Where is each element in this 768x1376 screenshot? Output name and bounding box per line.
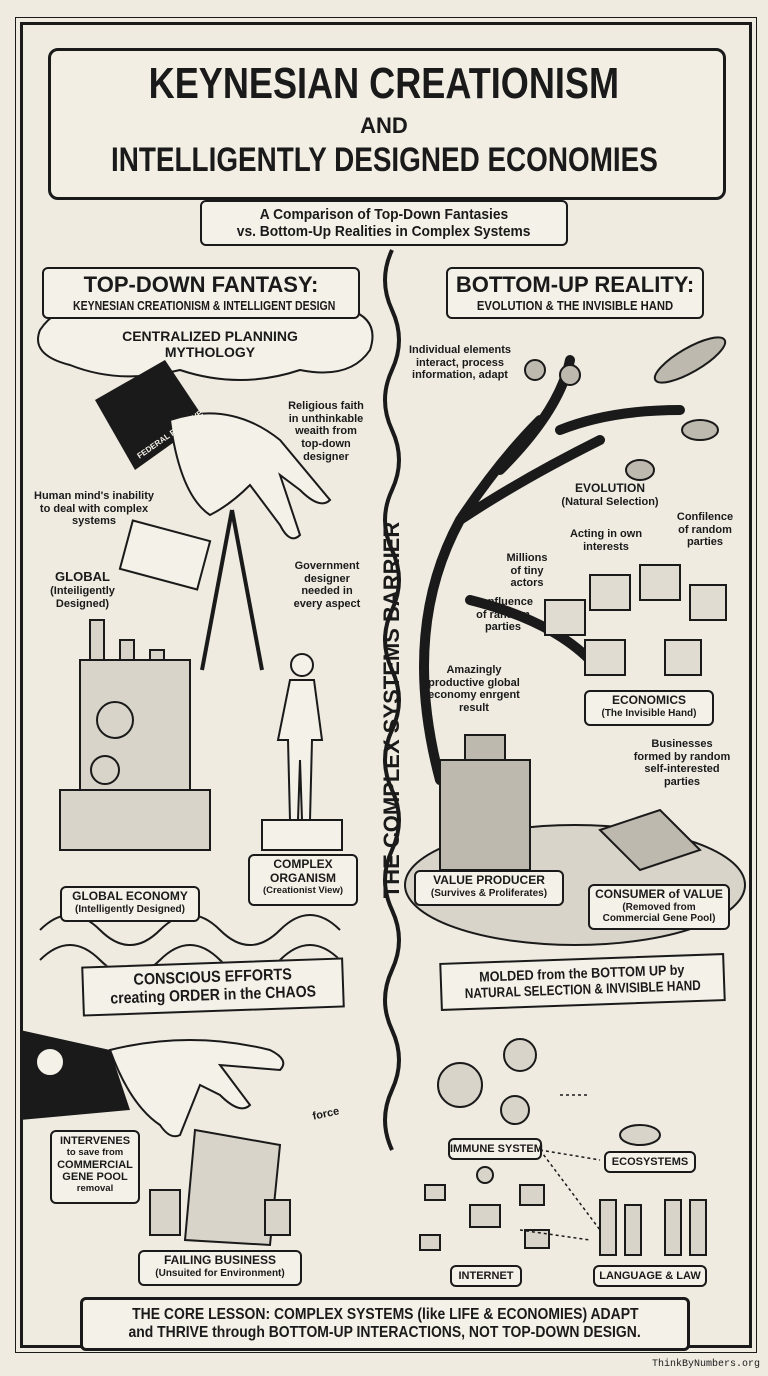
amazingly-label: Amazingly productive global economy enrg… bbox=[428, 664, 520, 714]
subtitle-line-1: A Comparison of Top-Down Fantasies bbox=[202, 206, 566, 223]
economics-box: ECONOMICS (The Invisible Hand) bbox=[584, 690, 714, 726]
economics-sub: (The Invisible Hand) bbox=[601, 707, 697, 719]
value-producer-box: VALUE PRODUCER (Survives & Proliferates) bbox=[414, 870, 564, 906]
consumer-box: CONSUMER of VALUE (Removed from Commerci… bbox=[588, 884, 730, 930]
title-line-3: INTELLIGENTLY DESIGNED ECONOMIES bbox=[0, 141, 768, 179]
right-ribbon: MOLDED from the BOTTOM UP by NATURAL SEL… bbox=[439, 953, 726, 1011]
global-economy-title: GLOBAL ECONOMY bbox=[72, 889, 188, 903]
immune-system-box: IMMUNE SYSTEM bbox=[448, 1138, 543, 1160]
intervenes-line-5: removal bbox=[76, 1182, 114, 1194]
failing-business-title: FAILING BUSINESS bbox=[163, 1253, 276, 1267]
failing-business-sub: (Unsuited for Environment) bbox=[155, 1267, 285, 1279]
creatures-icons bbox=[524, 336, 727, 481]
machine-icon bbox=[59, 619, 211, 851]
failing-business-box: FAILING BUSINESS (Unsuited for Environme… bbox=[138, 1250, 302, 1286]
hand-icon bbox=[168, 412, 332, 540]
cloud-label-line-2: MYTHOLOGY bbox=[164, 344, 256, 361]
government-designer-label: Government designer needed in every aspe… bbox=[293, 560, 361, 610]
human-figure-icon bbox=[261, 653, 343, 851]
confilence-label: Confilence of random parties bbox=[676, 511, 734, 549]
complex-organism-line-2: ORGANISM bbox=[270, 870, 336, 885]
subtitle-box: A Comparison of Top-Down Fantasies vs. B… bbox=[200, 200, 568, 246]
global-label: GLOBAL (Inteiligently Designed) bbox=[40, 569, 125, 610]
cloud-label: CENTRALIZED PLANNING MYTHOLOGY bbox=[100, 328, 320, 360]
puzzle-tower-icon bbox=[439, 734, 531, 871]
title-banner bbox=[48, 48, 726, 200]
network-links bbox=[519, 1094, 601, 1241]
sinking-building-icon bbox=[598, 808, 702, 872]
blueprint-icon bbox=[118, 519, 212, 591]
compass-icon bbox=[200, 509, 264, 671]
core-lesson-line-1: THE CORE LESSON: COMPLEX SYSTEMS (like L… bbox=[83, 1306, 687, 1324]
failing-building-icon bbox=[149, 1128, 291, 1247]
title-line-1-text: KEYNESIAN CREATIONISM bbox=[148, 59, 620, 108]
intervenes-line-4: GENE POOL bbox=[62, 1171, 128, 1184]
language-law-box: LANGUAGE & LAW bbox=[593, 1265, 707, 1287]
intervenes-box: INTERVENES to save from COMMERCIAL GENE … bbox=[50, 1130, 140, 1204]
right-header-sub: EVOLUTION & THE INVISIBLE HAND bbox=[476, 299, 674, 314]
complex-organism-box: COMPLEX ORGANISM (Creationist View) bbox=[248, 854, 358, 906]
barrier-wave bbox=[383, 249, 401, 1151]
core-lesson-line-2-text: and THRIVE through BOTTOM-UP INTERACTION… bbox=[128, 1323, 642, 1341]
left-header: TOP-DOWN FANTASY: KEYNESIAN CREATIONISM … bbox=[42, 267, 360, 319]
right-header: BOTTOM-UP REALITY: EVOLUTION & THE INVIS… bbox=[446, 267, 704, 319]
intervenes-line-2: to save from bbox=[66, 1146, 124, 1158]
credit-watermark: ThinkByNumbers.org bbox=[651, 1359, 760, 1370]
evolution-label: EVOLUTION (Natural Selection) bbox=[548, 481, 672, 508]
core-lesson-line-2: and THRIVE through BOTTOM-UP INTERACTION… bbox=[83, 1324, 687, 1342]
intervenes-line-1: INTERVENES bbox=[59, 1135, 131, 1147]
market-stalls-icon bbox=[544, 564, 727, 676]
sleeve-lower-icon bbox=[20, 1030, 130, 1120]
religious-faith-label: Religious faith in unthinkable weaith fr… bbox=[288, 400, 364, 463]
title-line-3-text: INTELLIGENTLY DESIGNED ECONOMIES bbox=[110, 141, 658, 179]
cloud-label-line-1: CENTRALIZED PLANNING bbox=[122, 328, 298, 344]
right-header-title: BOTTOM-UP REALITY: bbox=[455, 272, 695, 297]
individual-elements-label: Individual elements interact, process in… bbox=[408, 344, 512, 382]
global-economy-sub: (Intelligently Designed) bbox=[74, 903, 185, 915]
intervenes-line-3: COMMERCIAL bbox=[57, 1158, 133, 1171]
left-header-title: TOP-DOWN FANTASY: bbox=[83, 272, 319, 297]
internet-box: INTERNET bbox=[450, 1265, 522, 1287]
title-line-1: KEYNESIAN CREATIONISM bbox=[0, 59, 768, 108]
core-lesson-line-1-text: THE CORE LESSON: COMPLEX SYSTEMS (like L… bbox=[131, 1306, 639, 1323]
value-producer-title: VALUE PRODUCER bbox=[433, 873, 545, 887]
complex-organism-sub: (Creationist View) bbox=[262, 884, 344, 896]
confluence-label: Confluence of random parties bbox=[473, 596, 533, 634]
ecosystems-box: ECOSYSTEMS bbox=[604, 1151, 696, 1173]
consumer-sub-1: (Removed from bbox=[622, 901, 696, 913]
consumer-title: CONSUMER of VALUE bbox=[595, 887, 723, 901]
title-line-2: AND bbox=[360, 113, 408, 138]
evolution-title: EVOLUTION bbox=[574, 481, 645, 495]
consumer-sub-2: Commercial Gene Pool) bbox=[602, 913, 716, 925]
barrier-label: THE COMPLEX SYSTEMS BARRIER bbox=[379, 521, 404, 899]
left-ribbon: CONSCIOUS EFFORTS creating ORDER in the … bbox=[81, 957, 345, 1017]
network-icons bbox=[419, 1038, 707, 1256]
economics-title: ECONOMICS bbox=[611, 693, 686, 707]
evolution-tree-icon bbox=[419, 355, 685, 785]
acting-label: Acting in own interests bbox=[569, 528, 643, 553]
presidential-seal-icon bbox=[35, 1047, 65, 1077]
businesses-label: Businesses formed by random self-interes… bbox=[633, 738, 731, 788]
global-economy-box: GLOBAL ECONOMY (Intelligently Designed) bbox=[60, 886, 200, 922]
global-title: GLOBAL bbox=[55, 569, 110, 584]
subtitle-line-1-text: A Comparison of Top-Down Fantasies bbox=[259, 206, 509, 223]
subtitle-line-2-text: vs. Bottom-Up Realities in Complex Syste… bbox=[237, 223, 531, 241]
global-sub: (Inteiligently Designed) bbox=[50, 584, 115, 610]
evolution-sub: (Natural Selection) bbox=[561, 495, 659, 508]
core-lesson-box: THE CORE LESSON: COMPLEX SYSTEMS (like L… bbox=[80, 1297, 690, 1351]
sleeve-icon bbox=[95, 360, 205, 470]
complex-organism-line-1: COMPLEX bbox=[273, 857, 333, 871]
human-mind-label: Human mind's inability to deal with comp… bbox=[34, 490, 154, 528]
left-header-sub: KEYNESIAN CREATIONISM & INTELLIGENT DESI… bbox=[72, 299, 336, 314]
value-producer-sub: (Survives & Proliferates) bbox=[430, 887, 548, 899]
hand-lower-icon bbox=[108, 1039, 285, 1138]
subtitle-line-2: vs. Bottom-Up Realities in Complex Syste… bbox=[202, 223, 566, 240]
millions-label: Millions of tiny actors bbox=[506, 552, 548, 590]
